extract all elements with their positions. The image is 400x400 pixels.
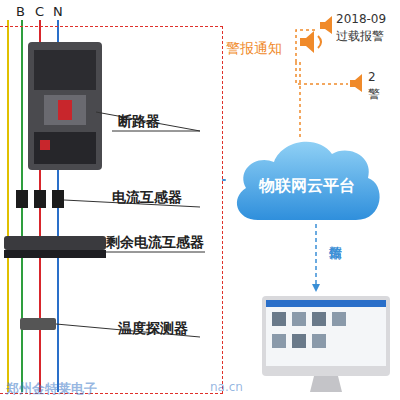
alert-line	[296, 30, 318, 62]
breaker-bottom	[34, 132, 96, 164]
current-transformers	[16, 190, 64, 208]
part-name: 电流互感器	[112, 189, 182, 207]
screen-icon	[292, 334, 306, 348]
leader-line	[112, 131, 200, 132]
alert-line	[299, 62, 301, 140]
device-box: 断路器电流互感器剩余电流互感器温度探测器	[0, 26, 223, 394]
monitor-symbol	[262, 296, 390, 392]
screen-icon	[272, 312, 286, 326]
breaker-top	[34, 50, 96, 90]
part-name: 温度探测器	[118, 320, 188, 338]
label-text: 2018-09	[336, 12, 386, 26]
part-name: 剩余电流互感器	[106, 234, 204, 252]
alert-line	[296, 62, 348, 84]
speaker-icon	[350, 74, 362, 92]
data-arrow	[315, 224, 317, 290]
screen-icon	[312, 312, 326, 326]
speaker-icon	[320, 16, 332, 34]
residual-ct-base	[4, 250, 106, 258]
breaker-symbol	[28, 42, 102, 170]
breaker-panel	[44, 95, 86, 125]
screen-icon	[272, 334, 286, 348]
breaker-handle	[58, 100, 72, 120]
leader-lines	[56, 112, 205, 337]
breaker-light	[40, 140, 50, 150]
screen-icon	[312, 334, 326, 348]
screen-icon	[332, 312, 346, 326]
label-text: na.cn	[210, 380, 243, 394]
leader-line	[96, 112, 200, 131]
breaker-body	[28, 42, 102, 170]
monitor-frame	[262, 296, 390, 376]
part-name: 断路器	[118, 113, 160, 131]
speaker-wave	[318, 36, 321, 48]
dotted-connector	[223, 179, 228, 181]
ct-symbol	[52, 190, 64, 208]
label-text: 郑州金特莱电子	[6, 380, 97, 398]
label-text: C	[35, 4, 44, 19]
label-text: 警	[368, 86, 380, 103]
leader-line	[106, 252, 205, 253]
label-text: 警报通知	[226, 40, 282, 58]
temperature-probe	[20, 318, 56, 330]
cloud-node: 物联网云平台	[228, 132, 386, 228]
residual-ct-symbol	[4, 236, 106, 250]
screen-icon	[292, 312, 306, 326]
label-text: 过载报警	[336, 28, 384, 45]
monitor-screen	[266, 300, 386, 366]
label-text: 2	[368, 70, 376, 84]
cloud-title: 物联网云平台	[228, 132, 386, 240]
ct-symbol	[34, 190, 46, 208]
wire	[7, 20, 9, 392]
speaker-icon	[300, 31, 314, 53]
monitor-stand	[310, 376, 342, 392]
ct-symbol	[16, 190, 28, 208]
label-text: N	[53, 4, 63, 19]
label-text: B	[16, 4, 25, 19]
screen-bar	[266, 300, 386, 307]
